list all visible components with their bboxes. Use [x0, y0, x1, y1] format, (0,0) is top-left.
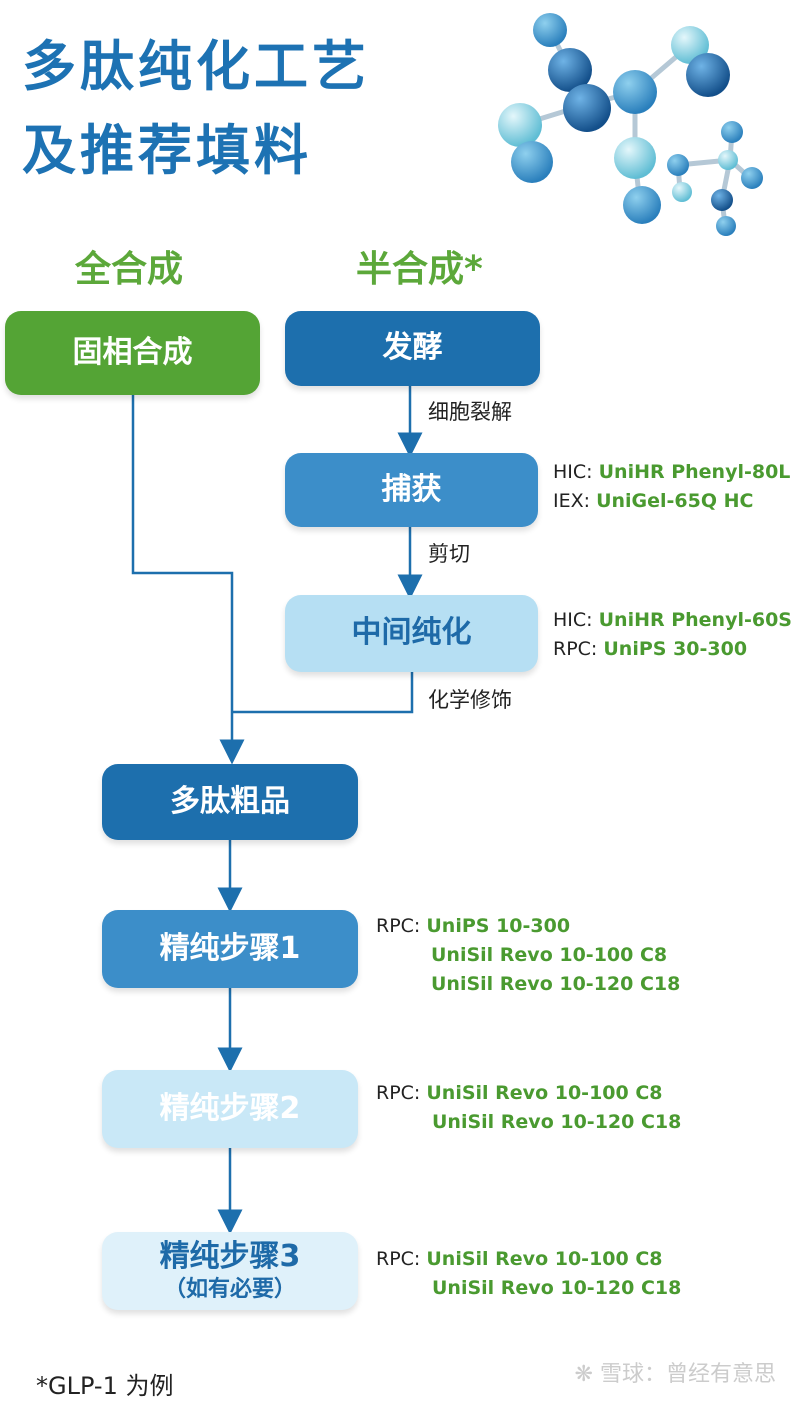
box-capture: 捕获 [285, 453, 538, 527]
box-intermediate-purification-label: 中间纯化 [351, 615, 472, 651]
column-header-semi-synthesis: 半合成* [356, 249, 483, 290]
page-title-line1: 多肽纯化工艺 [22, 35, 370, 98]
recommendation-item: RPC: UniSil Revo 10-100 C8 [376, 1082, 663, 1104]
box-capture-label: 捕获 [381, 471, 442, 507]
box-crude-peptide: 多肽粗品 [102, 764, 358, 840]
label-cleavage: 剪切 [428, 542, 470, 566]
box-polish-step-2-label: 精纯步骤2 [159, 1090, 301, 1126]
recommendation-intermediate: HIC: UniHR Phenyl-60S RPC: UniPS 30-300 [553, 606, 792, 664]
page-title-line2: 及推荐填料 [22, 119, 312, 182]
recommendation-item: RPC: UniPS 30-300 [553, 638, 748, 660]
box-polish-step-1-label: 精纯步骤1 [159, 930, 301, 966]
watermark-text: 雪球：曾经有意思 [599, 1362, 776, 1387]
recommendation-polish1: RPC: UniPS 10-300 UniSil Revo 10-100 C8 … [376, 912, 680, 999]
recommendation-capture: HIC: UniHR Phenyl-80L IEX: UniGel-65Q HC [553, 458, 790, 516]
box-polish-step-3-note: （如有必要） [163, 1276, 296, 1302]
recommendation-item: UniSil Revo 10-120 C18 [431, 973, 681, 995]
connector-solid-phase-to-crude [131, 395, 245, 765]
box-fermentation: 发酵 [285, 311, 540, 386]
recommendation-item: HIC: UniHR Phenyl-60S [553, 609, 792, 631]
recommendation-item: UniSil Revo 10-120 C18 [432, 1277, 682, 1299]
recommendation-item: HIC: UniHR Phenyl-80L [553, 461, 791, 483]
molecule-icon [498, 13, 763, 236]
connector-intermediate-to-merge [232, 672, 414, 714]
box-crude-peptide-label: 多肽粗品 [170, 783, 290, 819]
label-chemical-modification: 化学修饰 [428, 688, 512, 712]
box-solid-phase-synthesis: 固相合成 [5, 311, 260, 395]
box-fermentation-label: 发酵 [382, 330, 443, 366]
recommendation-item: IEX: UniGel-65Q HC [553, 490, 754, 512]
box-polish-step-3: 精纯步骤3 （如有必要） [102, 1232, 358, 1310]
box-solid-phase-synthesis-label: 固相合成 [72, 334, 193, 370]
column-header-full-synthesis: 全合成 [75, 249, 184, 290]
recommendation-polish2: RPC: UniSil Revo 10-100 C8 UniSil Revo 1… [376, 1079, 681, 1137]
box-polish-step-1: 精纯步骤1 [102, 910, 358, 988]
recommendation-polish3: RPC: UniSil Revo 10-100 C8 UniSil Revo 1… [376, 1245, 681, 1303]
label-cell-lysis: 细胞裂解 [428, 400, 512, 424]
footnote: *GLP-1 为例 [36, 1372, 174, 1400]
box-intermediate-purification: 中间纯化 [285, 595, 538, 672]
watermark: ❋ 雪球：曾经有意思 [575, 1356, 776, 1388]
recommendation-item: RPC: UniSil Revo 10-100 C8 [376, 1248, 663, 1270]
recommendation-item: RPC: UniPS 10-300 [376, 915, 571, 937]
recommendation-item: UniSil Revo 10-120 C18 [432, 1111, 682, 1133]
box-polish-step-2: 精纯步骤2 [102, 1070, 358, 1148]
xueqiu-logo-icon: ❋ [574, 1362, 593, 1387]
box-polish-step-3-label: 精纯步骤3 [159, 1239, 301, 1275]
recommendation-item: UniSil Revo 10-100 C8 [431, 944, 668, 966]
